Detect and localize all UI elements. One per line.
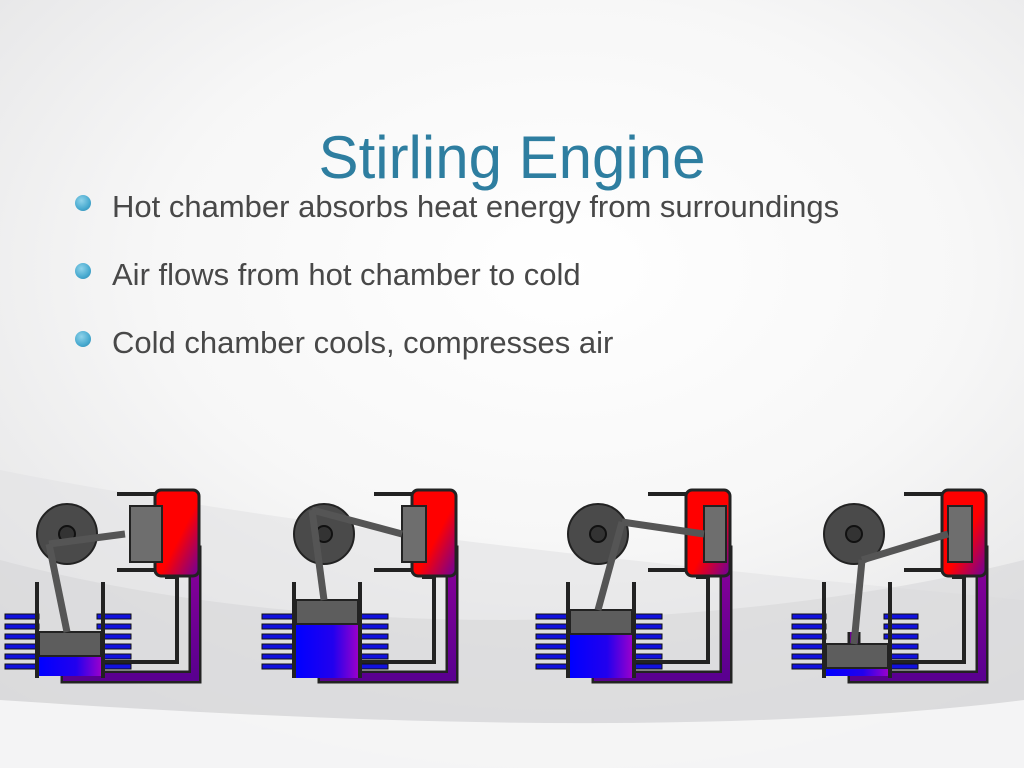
bullet-text: Hot chamber absorbs heat energy from sur… <box>112 189 840 224</box>
bullet-dot-icon <box>75 331 91 347</box>
engine-frame-2 <box>262 490 456 678</box>
bullet-text: Cold chamber cools, compresses air <box>112 325 614 360</box>
bullet-list: Hot chamber absorbs heat energy from sur… <box>72 186 972 390</box>
bullet-item: Cold chamber cools, compresses air <box>72 322 972 390</box>
stirling-engine-animation-frames <box>0 482 1024 704</box>
engine-frame-4 <box>792 490 986 678</box>
bullet-item: Hot chamber absorbs heat energy from sur… <box>72 186 972 254</box>
engine-frame-3 <box>536 490 730 678</box>
slide-title: Stirling Engine <box>318 124 706 192</box>
bullet-dot-icon <box>75 263 91 279</box>
bullet-item: Air flows from hot chamber to cold <box>72 254 972 322</box>
bullet-dot-icon <box>75 195 91 211</box>
engine-frame-1 <box>5 490 199 678</box>
bullet-text: Air flows from hot chamber to cold <box>112 257 581 292</box>
